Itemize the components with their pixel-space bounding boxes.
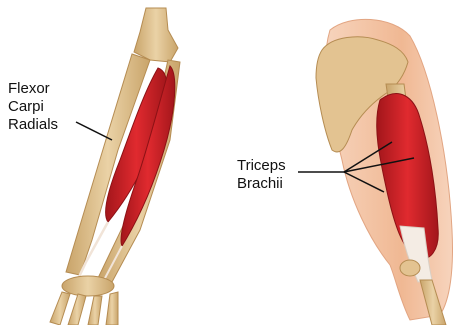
carpal-bone xyxy=(62,276,114,296)
flexor-label-line-2: Carpi xyxy=(8,98,58,116)
metacarpal-bone xyxy=(88,296,102,325)
flexor-label-line-3: Radials xyxy=(8,116,58,134)
triceps-label-line-2: Brachii xyxy=(237,175,286,193)
metacarpal-bone xyxy=(106,292,118,325)
flexor-carpi-radialis-label: Flexor Carpi Radials xyxy=(8,80,58,134)
triceps-label-line-1: Triceps xyxy=(237,157,286,175)
metacarpal-bone xyxy=(68,294,86,325)
humerus-bone xyxy=(134,8,178,62)
forearm-illustration xyxy=(50,8,180,325)
olecranon xyxy=(400,260,420,276)
flexor-pointer-line xyxy=(76,122,112,140)
metacarpal-bone xyxy=(50,292,70,325)
flexor-label-line-1: Flexor xyxy=(8,80,58,98)
triceps-brachii-label: Triceps Brachii xyxy=(237,157,286,193)
